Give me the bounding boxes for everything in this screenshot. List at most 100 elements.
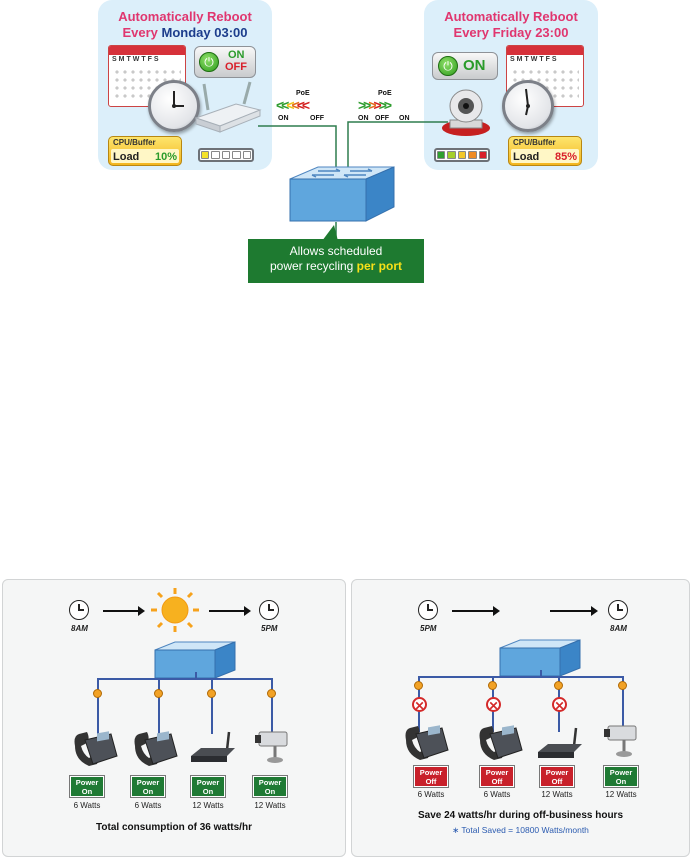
- ip-phone-icon: [134, 731, 178, 766]
- power-state-badge: Power On: [252, 775, 288, 798]
- port-dot-icon: [93, 689, 102, 698]
- cpu-label: CPU/Buffer: [113, 138, 156, 147]
- start-time: 8AM: [71, 624, 88, 633]
- power-state-badge: Power On: [603, 765, 639, 788]
- day-label: Friday: [492, 25, 532, 40]
- load-label: Load: [113, 151, 140, 163]
- scheduled-recycling-note: Allows scheduled power recycling per por…: [248, 239, 424, 283]
- title-line1: Automatically Reboot: [444, 9, 578, 24]
- cpu-load-gauge: CPU/Buffer Load 85%: [508, 136, 582, 166]
- power-cut-x-icon: ✕: [486, 697, 501, 713]
- total-saved-note: ∗ Total Saved = 10800 Watts/month: [452, 825, 589, 835]
- battery-level-icon: [434, 148, 490, 162]
- port-dot-icon: [267, 689, 276, 698]
- on-label: ON: [228, 49, 245, 61]
- arrow-icon: [103, 606, 145, 616]
- note-pointer: [322, 225, 338, 241]
- clock-icon: [148, 80, 200, 132]
- port-dot-icon: [554, 681, 563, 690]
- router-icon: [194, 81, 262, 133]
- battery-level-icon: [198, 148, 254, 162]
- wireless-ap-icon: [538, 727, 582, 758]
- power-state-badge: Power Off: [479, 765, 515, 788]
- wire: [97, 678, 99, 734]
- ip-phone-icon: [405, 725, 449, 760]
- note-line1: Allows scheduled: [289, 244, 383, 258]
- watts-label: 6 Watts: [73, 801, 101, 810]
- wire: [418, 676, 624, 678]
- power-icon: ⏻: [438, 56, 458, 76]
- ip-phone-icon: [479, 725, 523, 760]
- wire: [211, 678, 213, 734]
- load-value: 10%: [154, 151, 177, 163]
- ip-camera-icon: [255, 731, 288, 763]
- power-toggle: ⏻ ON OFF: [194, 46, 256, 78]
- power-cut-x-icon: ✕: [552, 697, 567, 713]
- wire: [271, 678, 273, 734]
- poe-left-off: OFF: [310, 115, 324, 122]
- title-line1: Automatically Reboot: [118, 9, 252, 24]
- night-caption: Save 24 watts/hr during off-business hou…: [417, 810, 624, 821]
- wire: [158, 678, 160, 734]
- watts-label: 6 Watts: [417, 790, 445, 799]
- wireless-ap-icon: [191, 731, 235, 762]
- monday-reboot-panel: Automatically Reboot Every Monday 03:00 …: [98, 0, 272, 170]
- power-icon: ⏻: [199, 52, 219, 72]
- load-value: 85%: [554, 151, 577, 163]
- port-dot-icon: [414, 681, 423, 690]
- power-state-badge: Power Off: [539, 765, 575, 788]
- day-label: Monday: [161, 25, 211, 40]
- power-state-badge: Power On: [130, 775, 166, 798]
- port-dot-icon: [154, 689, 163, 698]
- time-label: 03:00: [210, 25, 248, 40]
- clock-icon: [418, 600, 438, 620]
- power-toggle: ⏻ ON: [432, 52, 498, 80]
- load-label: Load: [513, 151, 540, 163]
- cpu-load-gauge: CPU/Buffer Load 10%: [108, 136, 182, 166]
- end-time: 8AM: [610, 624, 627, 633]
- ip-camera-icon: [604, 725, 637, 757]
- daytime-panel: 8AM 5PM: [2, 579, 346, 857]
- sun-icon: [151, 588, 199, 632]
- calendar-days: SMTWTFS: [112, 56, 161, 63]
- title-line2: Every Friday 23:00: [453, 25, 569, 40]
- moon-icon: [511, 586, 532, 628]
- night-panel: 5PM 8AM ✕ ✕ ✕ Power Off P: [351, 579, 690, 857]
- poe-right-on2: ON: [399, 115, 410, 122]
- watts-label: 6 Watts: [134, 801, 162, 810]
- arrow-icon: [452, 606, 500, 616]
- network-switch-icon: [499, 639, 581, 677]
- friday-reboot-panel: Automatically Reboot Every Friday 23:00 …: [424, 0, 598, 170]
- ip-phone-icon: [74, 731, 118, 766]
- power-state-badge: Power On: [190, 775, 226, 798]
- power-state-badge: Power Off: [413, 765, 449, 788]
- clock-icon: [259, 600, 279, 620]
- watts-label: 12 Watts: [254, 801, 286, 810]
- dome-camera-icon: [442, 89, 490, 136]
- calendar-days: SMTWTFS: [510, 56, 559, 63]
- watts-label: 6 Watts: [483, 790, 511, 799]
- wire: [195, 672, 197, 680]
- note-line2: power recycling per port: [269, 259, 403, 273]
- watts-label: 12 Watts: [605, 790, 637, 799]
- poe-left-on: ON: [278, 115, 289, 122]
- wire: [540, 670, 542, 678]
- end-time: 5PM: [261, 624, 278, 633]
- day-caption: Total consumption of 36 watts/hr: [96, 822, 252, 833]
- port-dot-icon: [488, 681, 497, 690]
- time-label: 23:00: [531, 25, 569, 40]
- clock-icon: [69, 600, 89, 620]
- port-dot-icon: [618, 681, 627, 690]
- power-cut-x-icon: ✕: [412, 697, 427, 713]
- watts-label: 12 Watts: [541, 790, 573, 799]
- note-highlight: per port: [356, 259, 403, 273]
- poe-left-title: PoE: [296, 90, 310, 97]
- cpu-label: CPU/Buffer: [513, 138, 556, 147]
- arrow-icon: [550, 606, 598, 616]
- title-line2: Every Monday 03:00: [122, 25, 248, 40]
- wire: [97, 678, 273, 680]
- clock-icon: [502, 80, 554, 132]
- port-dot-icon: [207, 689, 216, 698]
- clock-icon: [608, 600, 628, 620]
- wire: [622, 676, 624, 732]
